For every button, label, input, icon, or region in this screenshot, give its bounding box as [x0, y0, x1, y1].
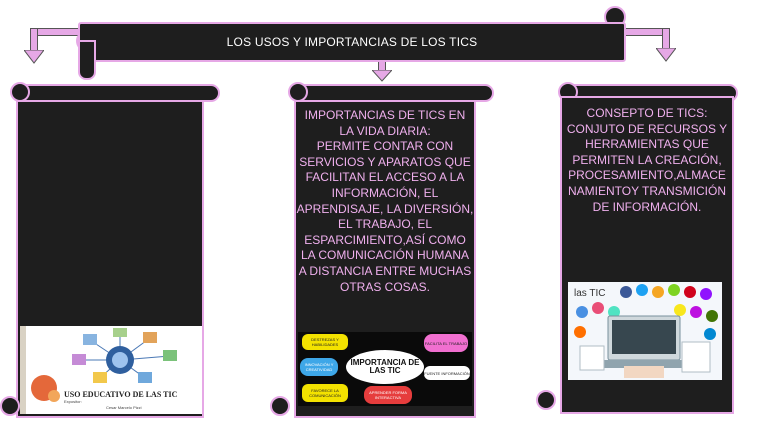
middle-panel-text: IMPORTANCIAS DE TICS EN LA VIDA DIARIA: … [296, 108, 474, 332]
left-arrow-head-icon [24, 50, 44, 64]
right-panel-image: las TIC [568, 282, 722, 380]
mind-map-center: IMPORTANCIA DE LAS TIC [346, 350, 424, 384]
network-diagram-icon [20, 326, 202, 414]
right-arrow-head-icon [656, 48, 676, 62]
banner-title: LOS USOS Y IMPORTANCIAS DE LOS TICS [226, 35, 478, 49]
title-banner: LOS USOS Y IMPORTANCIAS DE LOS TICS [78, 22, 626, 62]
middle-panel-curl-top [288, 82, 308, 102]
left-image-author: Cesar Marcelo Pizzi [106, 405, 142, 410]
middle-panel-image: IMPORTANCIA DE LAS TIC DESTREZAS Y HABIL… [298, 332, 472, 406]
left-panel-image: USO EDUCATIVO DE LAS TIC Expositor: Cesa… [20, 326, 202, 414]
left-image-title: USO EDUCATIVO DE LAS TIC [64, 390, 178, 399]
right-arrow-vertical [662, 28, 670, 50]
banner-roll-left [78, 40, 96, 80]
middle-panel-curl-bottom [270, 396, 290, 416]
left-panel-curl-bottom [0, 396, 20, 416]
right-panel-text: CONSEPTO DE TICS: CONJUTO DE RECURSOS Y … [566, 106, 728, 214]
tic-apps-icon [574, 284, 718, 378]
mind-map-center-label: IMPORTANCIA DE LAS TIC [350, 358, 420, 375]
mind-map-node: FUENTE INFORMACIÓN [424, 366, 470, 380]
mind-map-node: DESTREZAS Y HABILIDADES [302, 334, 348, 350]
right-panel-curl-bottom [536, 390, 556, 410]
right-image-label: las TIC [574, 288, 606, 299]
left-arrow-vertical [30, 28, 38, 52]
middle-arrow-head-icon [372, 70, 392, 82]
mind-map-node: APRENDER FORMA INTERACTIVA [364, 386, 412, 404]
mind-map-node: INNOVACIÓN Y CREATIVIDAD [300, 358, 338, 376]
middle-heading: IMPORTANCIAS DE TICS EN LA VIDA DIARIA: [304, 108, 466, 138]
left-panel-curl-top [10, 82, 30, 102]
left-image-subtitle: Expositor: [64, 399, 82, 404]
middle-body: PERMITE CONTAR CON SERVICIOS Y APARATOS … [296, 139, 474, 294]
mind-map-node: FAVORECE LA COMUNICACIÓN [302, 384, 348, 402]
mind-map-node: FACILITA EL TRABAJO [424, 334, 468, 352]
